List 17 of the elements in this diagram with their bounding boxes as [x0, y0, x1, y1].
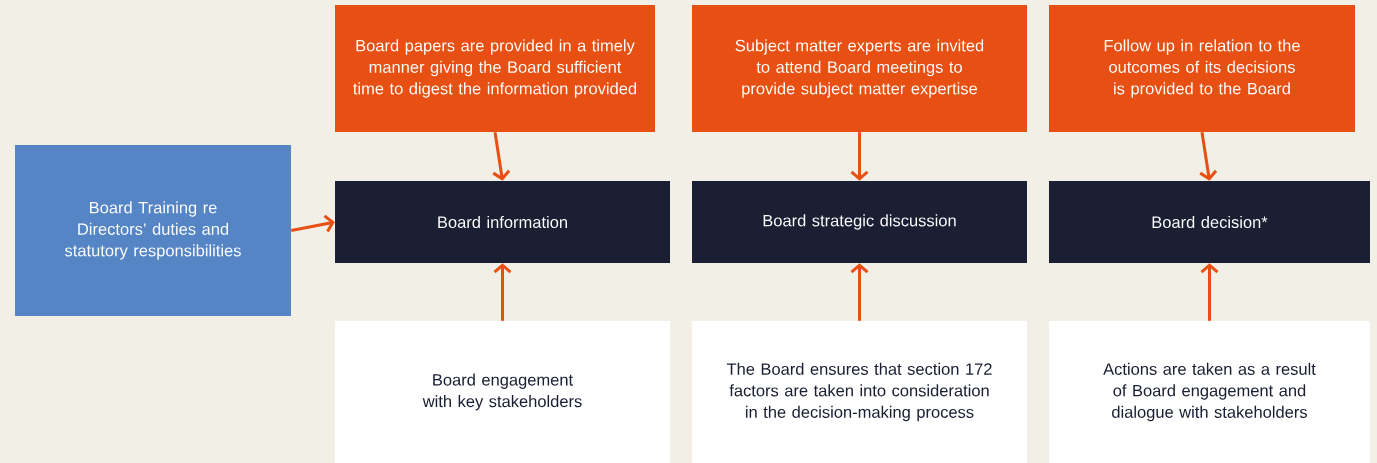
- arrow: [850, 263, 869, 321]
- info-box: Subject matter experts are invited to attend Board meetings to provide subject matter expertise: [692, 5, 1027, 132]
- arrow: [1199, 131, 1218, 181]
- stage-box: Board information: [335, 181, 670, 263]
- input-box: Actions are taken as a result of Board engagement and dialogue with stakeholders: [1049, 321, 1370, 463]
- arrow: [492, 131, 511, 181]
- info-box: Follow up in relation to the outcomes of its decisions is provided to the Board: [1049, 5, 1355, 132]
- training-box: Board Training re Directors’ duties and statutory responsibilities: [15, 145, 291, 316]
- arrow: [290, 214, 335, 233]
- input-box: Board engagement with key stakeholders: [335, 321, 670, 463]
- stage-box: Board strategic discussion: [692, 181, 1027, 263]
- arrow: [1200, 263, 1219, 321]
- arrow: [493, 263, 512, 321]
- stage-box: Board decision*: [1049, 181, 1370, 263]
- arrow: [850, 132, 869, 181]
- input-box: The Board ensures that section 172 factors are taken into consideration in the decision-making process: [692, 321, 1027, 463]
- info-box: Board papers are provided in a timely manner giving the Board sufficient time to digest the information provided: [335, 5, 655, 132]
